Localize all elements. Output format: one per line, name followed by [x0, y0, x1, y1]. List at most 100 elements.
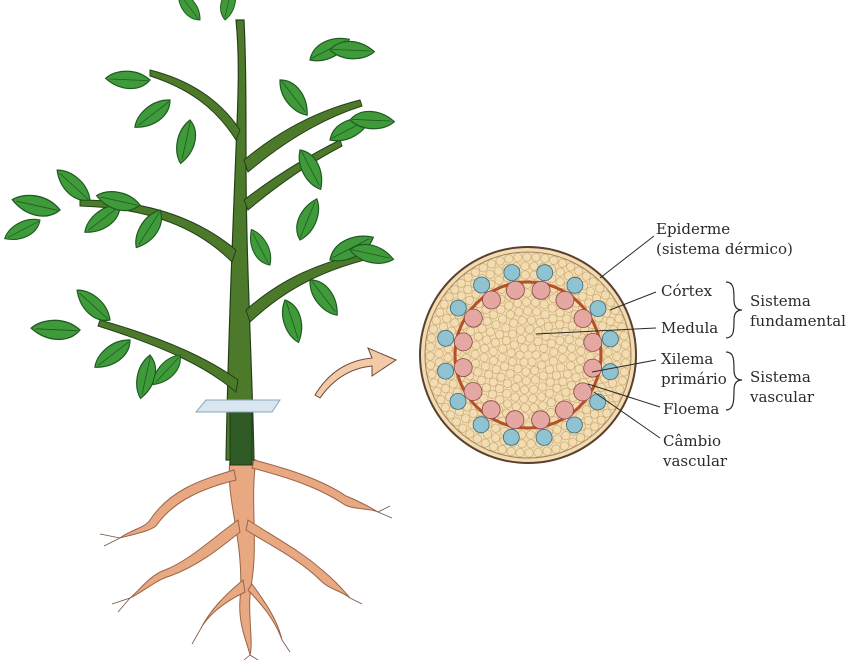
parenchyma-cell	[478, 263, 488, 273]
xylem-patch	[583, 358, 603, 378]
parenchyma-cell	[566, 262, 576, 272]
cross-section-plane	[194, 399, 281, 413]
parenchyma-cell	[482, 316, 492, 326]
parenchyma-cell	[526, 315, 537, 325]
parenchyma-cell	[514, 307, 524, 317]
parenchyma-cell	[497, 445, 507, 455]
parenchyma-cell	[507, 357, 517, 367]
parenchyma-cell	[566, 380, 577, 390]
parenchyma-cell	[521, 367, 531, 377]
parenchyma-cell	[589, 409, 600, 419]
parenchyma-cell	[555, 267, 565, 277]
parenchyma-cell	[461, 413, 471, 424]
parenchyma-cell	[545, 388, 555, 398]
parenchyma-cell	[488, 377, 498, 387]
parenchyma-cell	[575, 433, 586, 443]
parenchyma-cell	[484, 370, 494, 380]
parenchyma-cell	[572, 329, 582, 339]
parenchyma-cell	[552, 425, 562, 435]
parenchyma-cell	[523, 279, 533, 289]
parenchyma-cell	[555, 336, 565, 346]
fine-roots	[99, 505, 393, 661]
parenchyma-cell	[464, 295, 475, 305]
cambium-label: Câmbio	[663, 432, 721, 450]
parenchyma-cell	[436, 395, 446, 405]
parenchyma-cell	[541, 331, 551, 341]
parenchyma-cell	[495, 395, 505, 405]
parenchyma-cell	[521, 297, 531, 307]
parenchyma-cell	[571, 372, 581, 382]
vascular-bundle	[437, 329, 473, 352]
parenchyma-cell	[470, 349, 480, 359]
xylem-sublabel: primário	[661, 370, 727, 388]
parenchyma-cell	[574, 364, 584, 374]
parenchyma-cell	[621, 358, 631, 368]
parenchyma-cell	[498, 314, 508, 324]
parenchyma-cell	[559, 441, 569, 451]
parenchyma-cell	[538, 371, 548, 381]
parenchyma-cell	[456, 291, 467, 301]
vascular-bundle	[472, 400, 501, 434]
ground-system-label: Sistema	[750, 292, 811, 310]
parenchyma-cell	[619, 367, 630, 377]
xylem-patch	[583, 332, 603, 352]
parenchyma-cell	[479, 352, 489, 363]
parenchyma-cell	[615, 384, 625, 394]
parenchyma-cell	[548, 356, 558, 366]
parenchyma-cell	[431, 316, 441, 326]
parenchyma-cell	[444, 292, 454, 302]
parenchyma-cell	[435, 307, 445, 317]
parenchyma-cell	[495, 256, 505, 266]
phloem-patch	[472, 416, 490, 434]
parenchyma-cell	[529, 403, 539, 413]
parenchyma-cell	[501, 323, 511, 333]
plant-illustration	[0, 0, 397, 661]
parenchyma-cell	[567, 321, 577, 331]
parenchyma-cell	[603, 347, 613, 357]
parenchyma-cell	[529, 384, 539, 395]
xylem-label: Xilema	[661, 350, 713, 368]
parenchyma-cell	[508, 329, 518, 339]
vascular-bundle	[555, 276, 584, 310]
xylem-patch	[453, 332, 473, 352]
parenchyma-cell	[519, 385, 530, 395]
parenchyma-cell	[522, 252, 532, 262]
parenchyma-cell	[509, 340, 519, 350]
parenchyma-cell	[473, 332, 483, 342]
parenchyma-cell	[519, 343, 529, 353]
ground-system-sublabel: fundamental	[750, 312, 846, 330]
parenchyma-cell	[494, 275, 504, 285]
parenchyma-cell	[561, 387, 571, 397]
parenchyma-cell	[476, 375, 486, 385]
parenchyma-cell	[488, 310, 499, 320]
phloem-patch	[437, 362, 455, 380]
parenchyma-cell	[439, 299, 449, 309]
parenchyma-cell	[533, 326, 543, 336]
parenchyma-cell	[501, 336, 511, 346]
xylem-patch	[555, 400, 574, 420]
parenchyma-cell	[494, 384, 505, 394]
phloem-patch	[449, 299, 467, 317]
xylem-patch	[505, 410, 525, 430]
parenchyma-cell	[583, 427, 593, 438]
parenchyma-cell	[552, 383, 562, 393]
parenchyma-cell	[468, 408, 478, 419]
vascular-bundle	[503, 264, 525, 300]
parenchyma-cell	[520, 261, 530, 271]
parenchyma-cell	[576, 355, 586, 365]
parenchyma-cell	[488, 356, 499, 366]
xylem-patch	[506, 280, 525, 300]
vascular-bundle	[583, 330, 619, 352]
parenchyma-cell	[530, 366, 540, 376]
parenchyma-cell	[513, 252, 523, 263]
phloem-patch	[602, 330, 619, 348]
phloem-patch	[566, 276, 584, 294]
parenchyma-cell	[506, 446, 516, 457]
parenchyma-cell	[537, 382, 547, 392]
parenchyma-cell	[526, 439, 536, 449]
parenchyma-cell	[489, 442, 499, 452]
parenchyma-cell	[621, 349, 631, 359]
parenchyma-cell	[521, 376, 531, 386]
xylem-patch	[482, 290, 501, 310]
